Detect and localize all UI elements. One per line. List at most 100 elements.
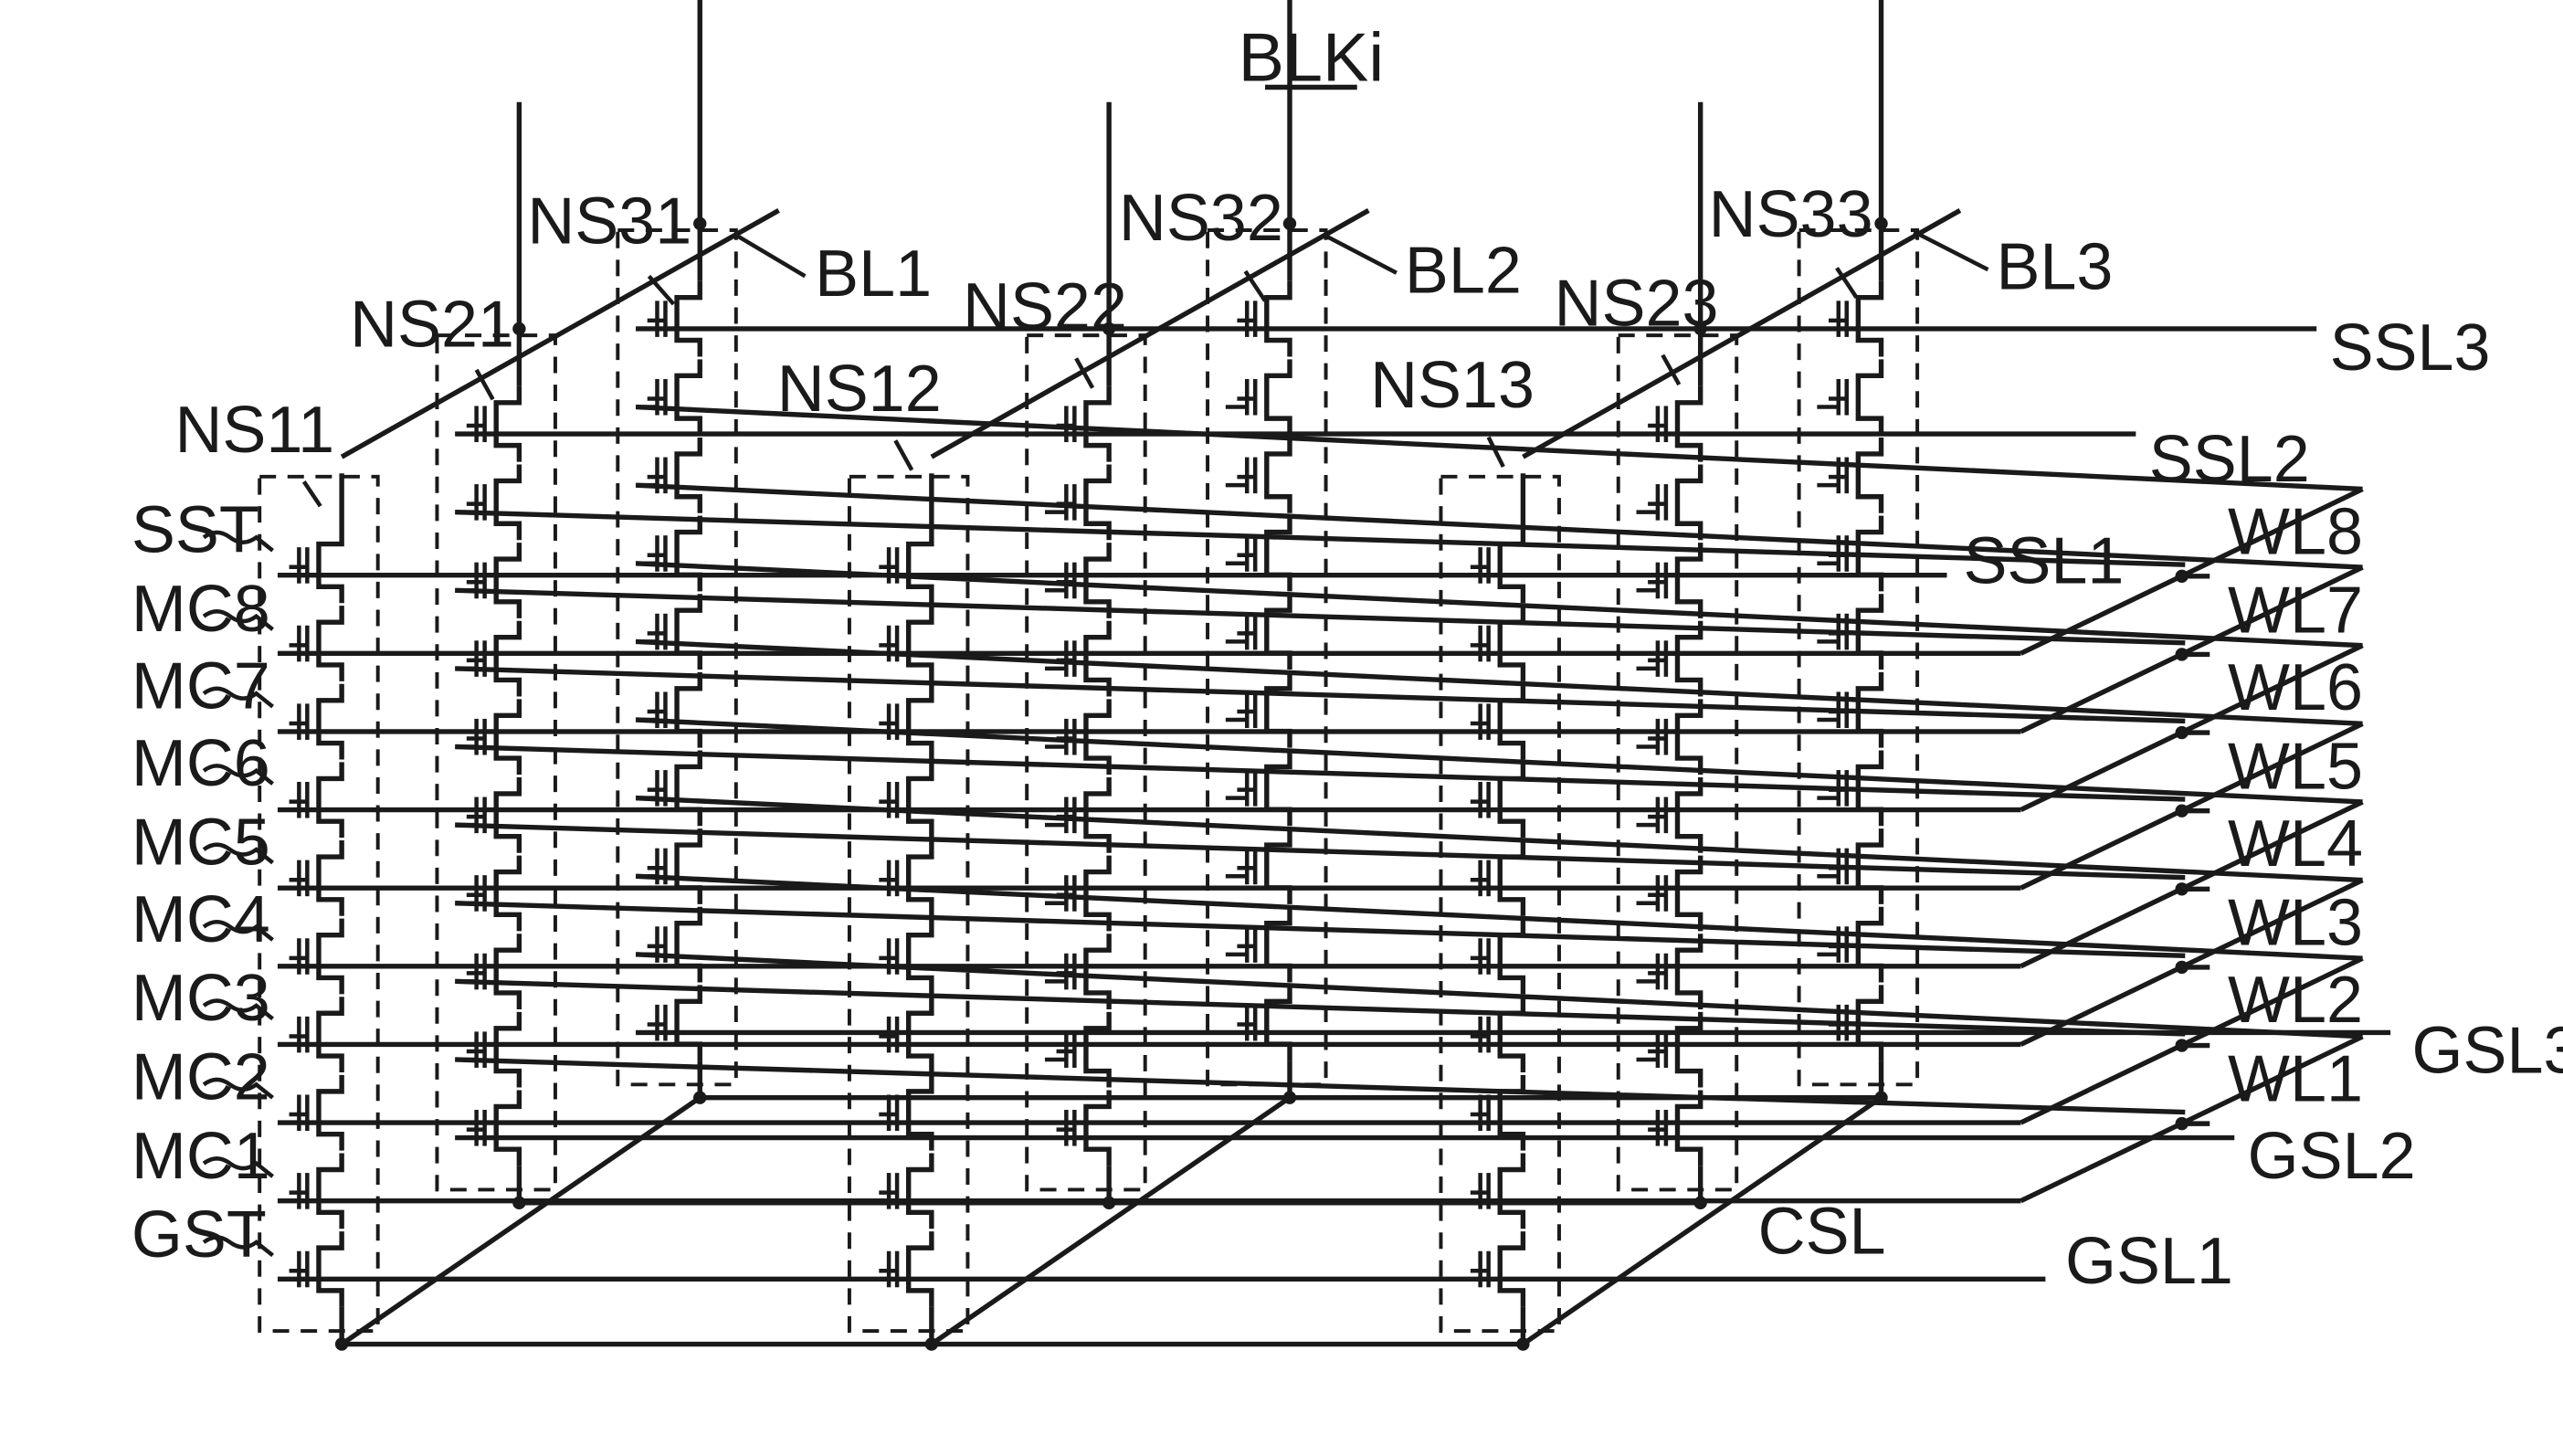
label-ns12: NS12 [777, 353, 942, 426]
ns11-cell-channel [319, 684, 342, 760]
ns21-cell-channel [496, 1090, 519, 1166]
ns21-cell-channel [496, 464, 519, 540]
ns31-cell-channel [677, 594, 700, 670]
ns21-cell-channel [496, 386, 519, 462]
label-gsl3: GSL3 [2412, 1015, 2563, 1088]
ns11-cell-channel [319, 1075, 342, 1151]
label-ns11: NS11 [174, 394, 334, 467]
ns13-cell-channel [1500, 919, 1523, 995]
ns12-cell-channel [909, 1154, 932, 1229]
ns13-cell-channel [1500, 684, 1523, 760]
ns21-cell-channel [496, 934, 519, 1009]
label-csl: CSL [1758, 1196, 1886, 1269]
ns13-cell-channel [1500, 528, 1523, 604]
ns13-cell-channel [1500, 606, 1523, 681]
label-ns32: NS32 [1119, 182, 1283, 255]
ns12-cell-channel [909, 840, 932, 916]
label-mc1: MC1 [132, 1120, 270, 1193]
ns23-cell-channel [1677, 777, 1700, 853]
ns32-cell-channel [1267, 985, 1290, 1060]
ns31-cell-channel [677, 516, 700, 592]
csl-depth-1 [342, 1098, 700, 1345]
label-ns33: NS33 [1709, 178, 1873, 251]
label-wl8: WL8 [2228, 495, 2363, 568]
ns31-cell-channel [677, 985, 700, 1060]
ns22-cell-channel [1086, 699, 1109, 775]
ns32-cell-channel [1267, 907, 1290, 983]
ns22-cell-channel [1086, 934, 1109, 1009]
label-mc8: MC8 [132, 573, 270, 646]
ns32-cell-channel [1267, 359, 1290, 435]
ns11-cell-channel [319, 919, 342, 995]
ns23-cell-channel [1677, 934, 1700, 1009]
ns11-cell-channel [319, 528, 342, 604]
label-mc4: MC4 [132, 883, 270, 956]
bitline-node [1283, 217, 1296, 230]
ns23-cell-channel [1677, 386, 1700, 462]
ns23-cell-channel [1677, 543, 1700, 618]
label-ns21: NS21 [350, 289, 514, 362]
label-leader [304, 481, 321, 506]
bitline-node [693, 217, 706, 230]
ns21-cell-channel [496, 699, 519, 775]
ns13-cell-channel [1500, 762, 1523, 838]
ns22-cell-channel [1086, 464, 1109, 540]
label-leader [736, 235, 806, 276]
label-bl3: BL3 [1996, 231, 2113, 304]
label-wl2: WL2 [2228, 964, 2363, 1037]
label-bl1: BL1 [815, 237, 932, 311]
ns13-cell-channel [1500, 1231, 1523, 1307]
ns21-cell-channel [496, 856, 519, 932]
ns22-cell-channel [1086, 386, 1109, 462]
ns32-cell-channel [1267, 750, 1290, 826]
ns22-cell-channel [1086, 543, 1109, 618]
ns32-cell-channel [1267, 516, 1290, 592]
label-wl6: WL6 [2228, 651, 2363, 724]
ns23-cell-channel [1677, 699, 1700, 775]
ns31-cell-channel [677, 672, 700, 748]
ns12-cell-channel [909, 528, 932, 604]
csl-depth-2 [932, 1098, 1290, 1345]
ns33-cell-channel [1858, 281, 1881, 357]
bitline-node [1874, 217, 1887, 230]
ns22-cell-channel [1086, 621, 1109, 697]
label-leader [1324, 235, 1397, 272]
ns23-cell-channel [1677, 856, 1700, 932]
ns23-cell-channel [1677, 621, 1700, 697]
label-ssl3: SSL3 [2330, 311, 2491, 385]
ns11-cell-channel [319, 1231, 342, 1307]
ns12-cell-channel [909, 762, 932, 838]
label-wl5: WL5 [2228, 731, 2363, 804]
ns11-cell-channel [319, 997, 342, 1072]
label-ns23: NS23 [1555, 267, 1719, 340]
ns32-cell-channel [1267, 438, 1290, 513]
ns12-cell-channel [909, 919, 932, 995]
ns22-cell-channel [1086, 856, 1109, 932]
label-mc5: MC5 [132, 806, 270, 879]
label-gsl2: GSL2 [2248, 1120, 2416, 1193]
ns31-cell-channel [677, 750, 700, 826]
ns32-cell-channel [1267, 672, 1290, 748]
label-leader [1489, 438, 1503, 467]
ns21-cell-channel [496, 543, 519, 618]
ns13-cell-channel [1500, 1154, 1523, 1229]
label-mc6: MC6 [132, 727, 270, 800]
ns21-cell-channel [496, 777, 519, 853]
label-ns22: NS22 [963, 270, 1127, 343]
ns33-cell-channel [1858, 438, 1881, 513]
label-gst: GST [132, 1198, 267, 1271]
ns22-cell-channel [1086, 777, 1109, 853]
ns23-cell-channel [1677, 1012, 1700, 1088]
ns31-cell-channel [677, 281, 700, 357]
label-mc3: MC3 [132, 962, 270, 1035]
label-sst: SST [132, 494, 259, 567]
label-wl7: WL7 [2228, 575, 2363, 648]
label-ssl1: SSL1 [1963, 525, 2124, 598]
ns23-cell-channel [1677, 1090, 1700, 1166]
label-wl1: WL1 [2228, 1042, 2363, 1115]
wordline-middle [455, 1060, 2185, 1113]
label-gsl1: GSL1 [2065, 1225, 2233, 1298]
ns12-cell-channel [909, 606, 932, 681]
